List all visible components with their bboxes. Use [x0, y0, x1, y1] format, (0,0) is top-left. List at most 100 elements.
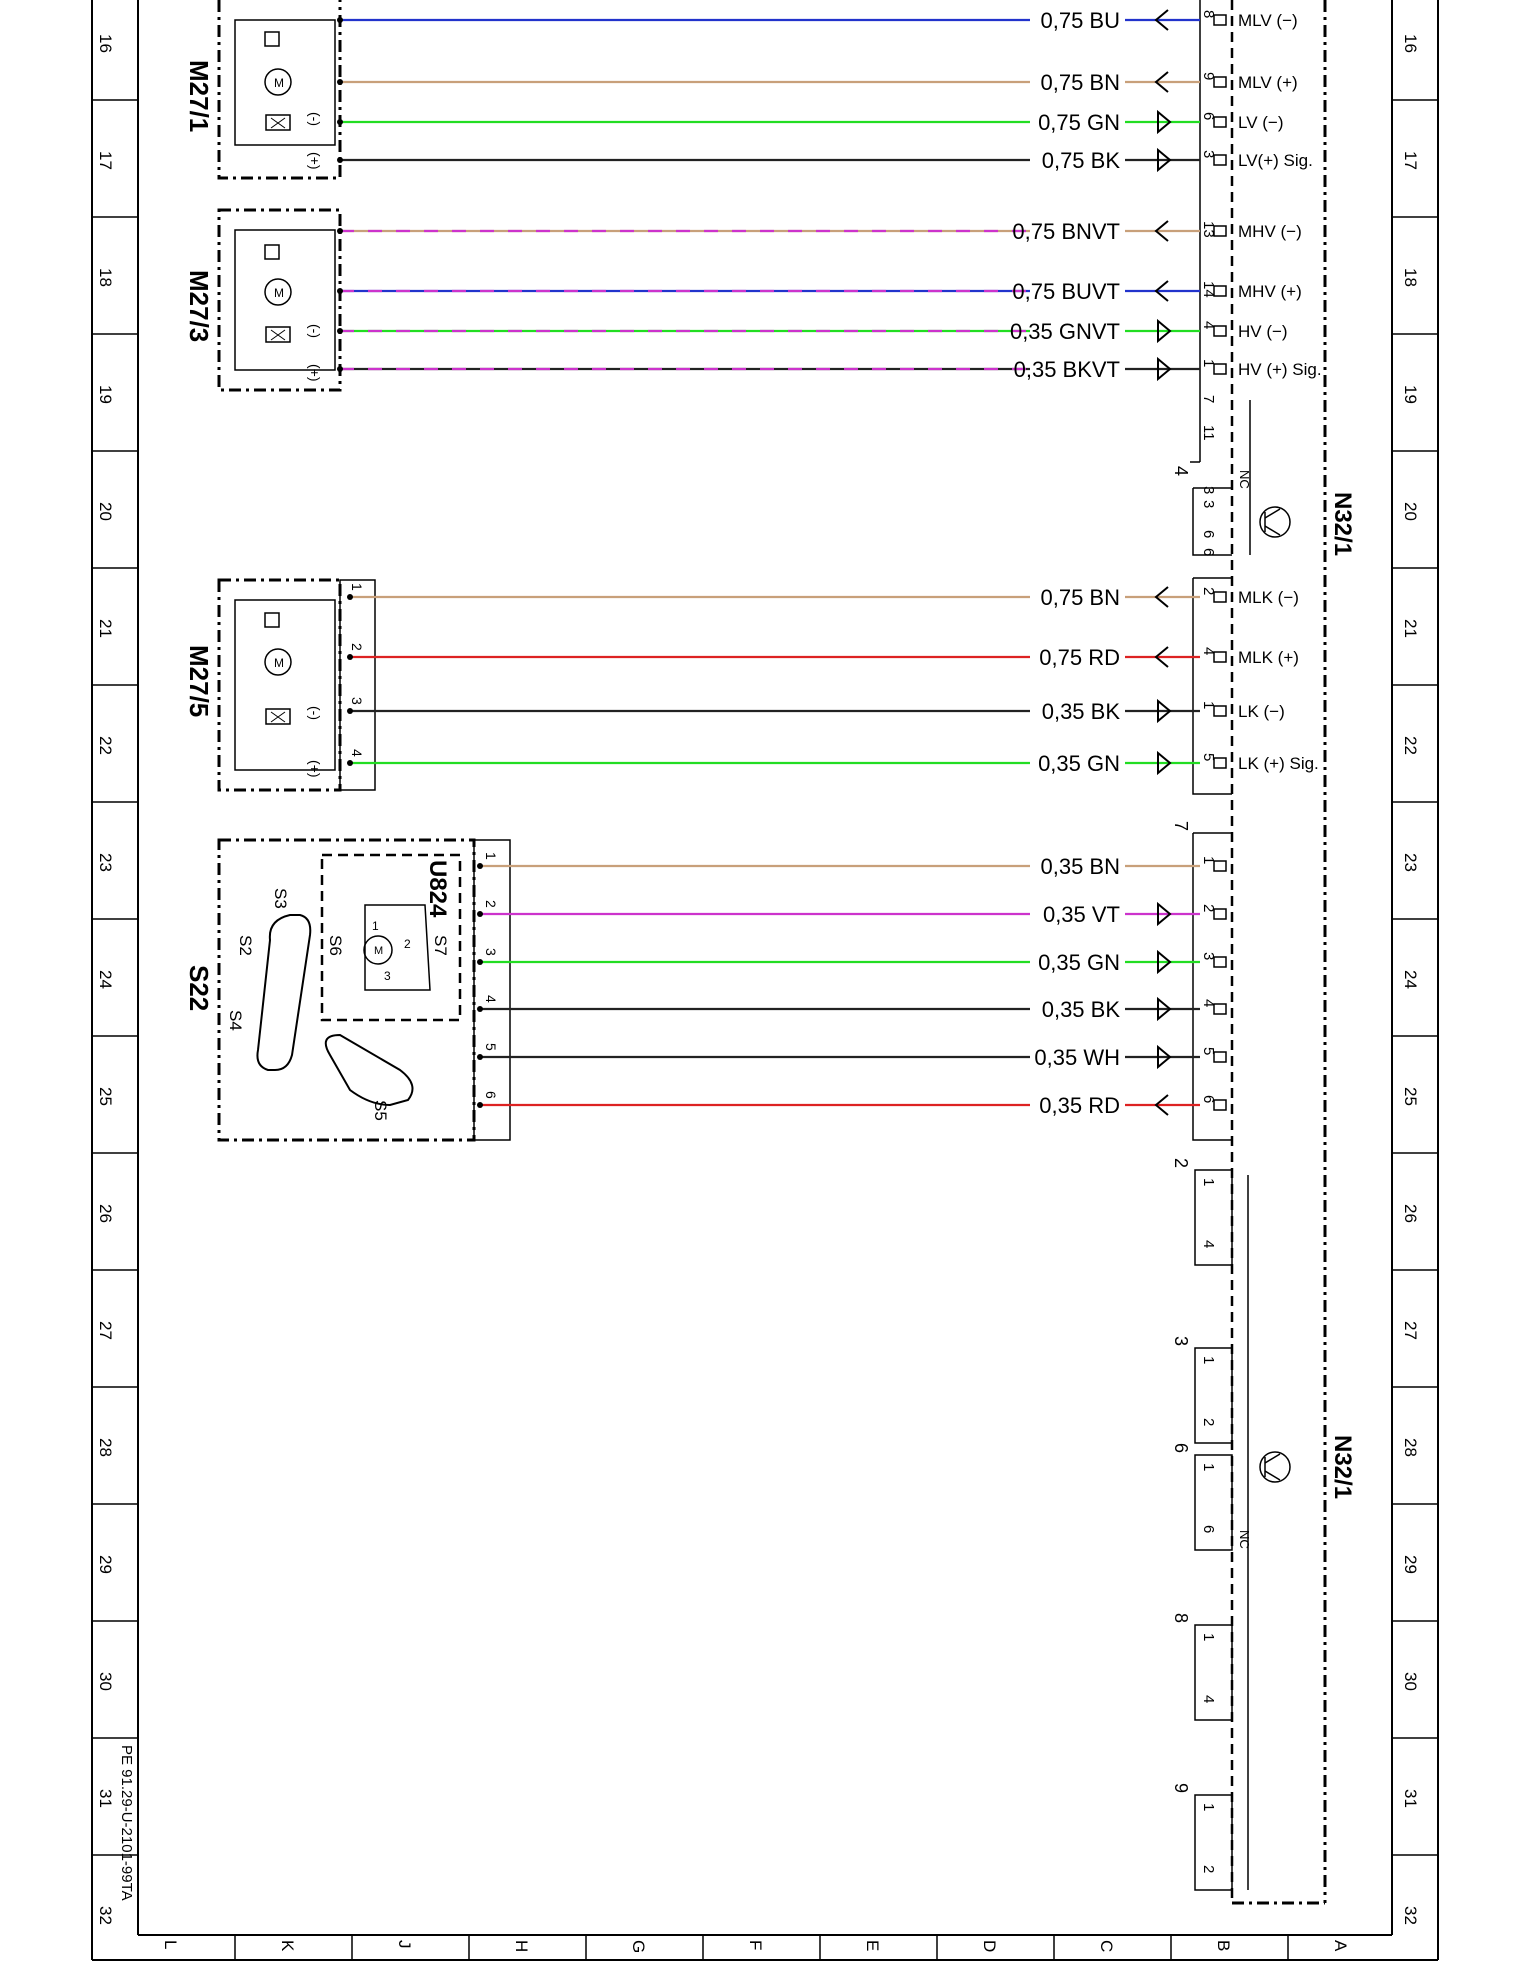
wire-node — [337, 119, 343, 125]
spare-pin: 3 — [1200, 500, 1217, 508]
wire: 0,35 GNVT 4 HV (−) — [337, 318, 1288, 344]
wire-node — [337, 288, 343, 294]
row-label-right: 30 — [1401, 1672, 1420, 1691]
wire-node — [477, 959, 483, 965]
wire-direction-arrow — [1154, 1094, 1169, 1116]
wire-pin-number: 1 — [1200, 701, 1217, 709]
wire-gauge-label: 0,35 GN — [1038, 950, 1120, 975]
m27-1-plus: (+) — [307, 152, 323, 170]
wire-terminal — [1213, 325, 1227, 337]
wire: 0,35 GN 3 — [477, 949, 1227, 975]
connector-pin: 1 — [1200, 1633, 1217, 1641]
wire-node — [337, 328, 343, 334]
row-label-left: 26 — [96, 1204, 115, 1223]
drawing-frame — [91, 0, 1439, 1961]
wire-gauge-label: 0,35 BN — [1041, 854, 1121, 879]
wire-pin-number: 4 — [1200, 321, 1217, 329]
row-label-right: 16 — [1401, 34, 1420, 53]
column-label: J — [395, 1940, 414, 1949]
n32-1-label-top: N32/1 — [1329, 492, 1356, 556]
wire-gauge-label: 0,35 GNVT — [1010, 319, 1120, 344]
column-label: H — [512, 1940, 531, 1952]
row-label-left: 16 — [96, 34, 115, 53]
m27-5-pin: 1 — [349, 583, 365, 591]
connector: 814 — [1171, 1613, 1233, 1721]
wire-node — [347, 708, 353, 714]
wire-terminal — [1213, 1099, 1227, 1111]
wire-gauge-label: 0,75 BN — [1041, 585, 1121, 610]
wire-pin-number: 13 — [1200, 221, 1217, 238]
wire-signal-label: MHV (+) — [1238, 282, 1302, 301]
column-label: D — [980, 1940, 999, 1952]
connector-id: 3 — [1171, 1336, 1191, 1346]
connector-id: 7 — [1171, 821, 1191, 831]
row-label-right: 25 — [1401, 1087, 1420, 1106]
wire-pin-number: 1 — [1200, 856, 1217, 864]
connector: 312 — [1171, 1336, 1233, 1444]
wire-pin-number: 8 — [1200, 10, 1217, 18]
m27-5-motor-block — [217, 578, 376, 792]
column-label: E — [863, 1940, 882, 1951]
row-label-left: 17 — [96, 151, 115, 170]
m27-1-label: M27/1 — [184, 60, 214, 132]
connector-pin: 1 — [1200, 1803, 1217, 1811]
n32-1-transistor-top — [1259, 506, 1291, 538]
row-label-right: 28 — [1401, 1438, 1420, 1457]
n32-1-label-bottom: N32/1 — [1329, 1435, 1356, 1499]
wire-node — [477, 863, 483, 869]
row-label-left: 19 — [96, 385, 115, 404]
wire-direction-arrow — [1154, 280, 1169, 302]
wire-node — [347, 654, 353, 660]
nc-label-top: NC — [1237, 470, 1252, 489]
s22-label: S22 — [184, 965, 214, 1011]
wire-gauge-label: 0,75 BN — [1041, 70, 1121, 95]
wire-direction-arrow — [1157, 949, 1172, 975]
wire-signal-label: LV(+) Sig. — [1238, 151, 1313, 170]
wire-pin-number: 2 — [1200, 587, 1217, 595]
wire-signal-label: HV (−) — [1238, 322, 1288, 341]
s22-pin: 1 — [483, 852, 499, 860]
spare-pin: 7 — [1200, 395, 1217, 403]
wire-terminal — [1213, 956, 1227, 968]
row-label-right: 22 — [1401, 736, 1420, 755]
row-label-left: 22 — [96, 736, 115, 755]
connector-id: 6 — [1171, 1443, 1191, 1453]
wire-pin-number: 2 — [1200, 904, 1217, 912]
connector-body — [1194, 1624, 1233, 1721]
wire-terminal — [1213, 285, 1227, 297]
wire-terminal — [1213, 860, 1227, 872]
wire-terminal — [1213, 591, 1227, 603]
row-label-left: 25 — [96, 1087, 115, 1106]
wire-node — [477, 1006, 483, 1012]
wire-pin-number: 6 — [1200, 112, 1217, 120]
connector: 7 — [1171, 821, 1191, 831]
connector-body — [1194, 1454, 1233, 1551]
row-label-right: 27 — [1401, 1321, 1420, 1340]
connector-body — [1194, 1169, 1233, 1266]
drawing-id: PE 91.29-U-2101-99TA — [118, 1745, 135, 1901]
wire-gauge-label: 0,35 WH — [1034, 1045, 1120, 1070]
wire-terminal — [1213, 757, 1227, 769]
seat-cushion-icon — [324, 1033, 414, 1107]
connector-pin: 1 — [1200, 1356, 1217, 1364]
wire-pin-number: 3 — [1200, 952, 1217, 960]
wire-terminal — [1213, 1003, 1227, 1015]
switch-label-s5: S5 — [371, 1100, 390, 1121]
s22-pin: 6 — [483, 1091, 499, 1099]
s22-switch-block — [217, 838, 511, 1142]
wire-pin-number: 5 — [1200, 1047, 1217, 1055]
spare-pin: 11 — [1200, 425, 1217, 441]
wire-direction-arrow — [1157, 318, 1172, 344]
switch-label-s2: S2 — [236, 935, 255, 956]
seat-backrest-icon — [256, 914, 312, 1071]
wire-pin-number: 3 — [1200, 150, 1217, 158]
row-label-left: 30 — [96, 1672, 115, 1691]
connector-pin: 6 — [1200, 1525, 1217, 1533]
